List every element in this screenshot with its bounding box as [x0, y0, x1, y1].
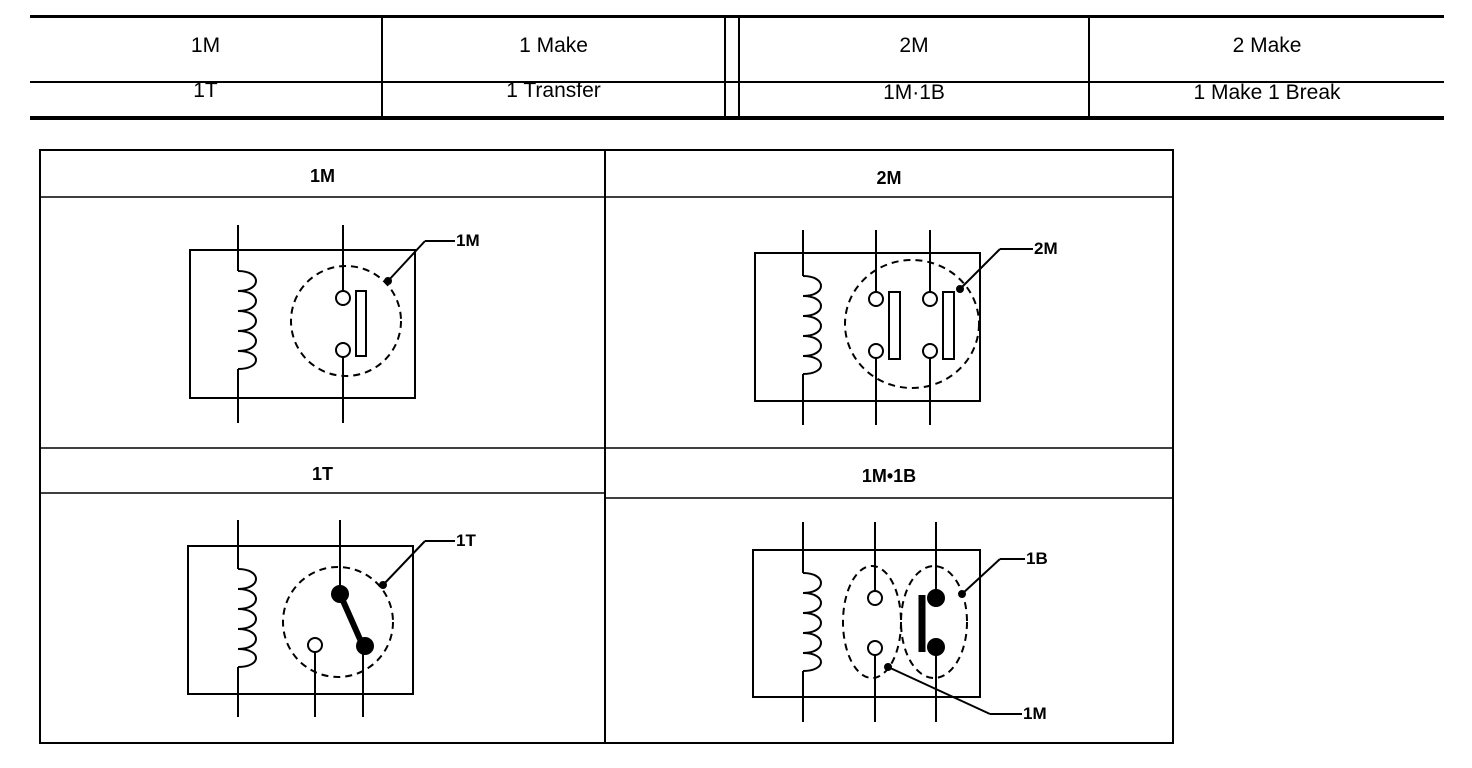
legend-desc-1-make-1-break: 1 Make 1 Break	[1193, 81, 1341, 104]
callout-leader	[382, 540, 426, 586]
relay-diagram-1t	[187, 520, 455, 717]
panel-header-2m: 2M	[876, 168, 902, 188]
callout-label-1b: 1B	[1026, 549, 1048, 568]
contact-boundary	[844, 259, 980, 389]
legend-code-1m-1b: 1M·1B	[883, 81, 945, 104]
contact-type-legend-table: 1M 1 Make 2M 2 Make 1T 1 Transfer 1M·1B …	[30, 15, 1444, 120]
legend-code-1t: 1T	[193, 79, 218, 102]
terminal	[868, 291, 884, 307]
terminal	[922, 343, 938, 359]
coil-icon	[237, 568, 257, 668]
terminal	[867, 640, 883, 656]
contact-boundary	[282, 566, 394, 678]
grid-frame	[39, 149, 1174, 744]
make-contact-boundary	[842, 565, 902, 679]
callout-label-1m-make: 1M	[1023, 704, 1047, 723]
closed-contact	[927, 589, 945, 607]
terminal	[335, 290, 351, 306]
callout-leader	[959, 248, 1001, 290]
relay-diagram-1m	[189, 225, 455, 423]
panel-header-1m-1b: 1M•1B	[861, 466, 917, 486]
terminal	[868, 343, 884, 359]
callout-label-1m: 1M	[456, 231, 480, 250]
column-divider	[1088, 18, 1090, 116]
coil-icon	[802, 572, 822, 672]
terminal	[922, 291, 938, 307]
callout-label-1t: 1T	[456, 531, 476, 550]
relay-body	[187, 545, 414, 695]
panel-header-1m: 1M	[309, 166, 335, 186]
callout-leader-1m	[887, 666, 991, 715]
terminal	[867, 590, 883, 606]
panel-header-1t: 1T	[311, 464, 333, 484]
transfer-arm	[337, 592, 366, 648]
legend-code-2m: 2M	[899, 34, 929, 57]
closed-contact	[927, 638, 945, 656]
contact-boundary	[290, 265, 402, 377]
column-divider	[381, 18, 383, 116]
coil-icon	[237, 270, 257, 370]
relay-body	[189, 249, 416, 399]
column-divider	[724, 18, 726, 116]
relay-body	[752, 549, 981, 698]
table-top-rule	[30, 15, 1444, 18]
relay-diagram-1m-1b	[752, 522, 1025, 722]
contact-blade	[942, 291, 955, 360]
callout-leader	[387, 240, 426, 282]
contact-blade	[355, 290, 367, 357]
legend-desc-1-transfer: 1 Transfer	[506, 79, 601, 102]
callout-leader-1b	[961, 558, 1001, 595]
legend-desc-1-make: 1 Make	[519, 34, 588, 57]
legend-code-1m: 1M	[190, 34, 221, 57]
pivot-contact	[331, 585, 349, 603]
callout-label-2m: 2M	[1034, 239, 1058, 258]
closed-contact	[356, 637, 374, 655]
relay-diagram-2m	[754, 230, 1033, 425]
relay-body	[754, 252, 981, 402]
open-contact	[307, 637, 323, 653]
legend-desc-2-make: 2 Make	[1232, 34, 1302, 57]
break-contact-boundary	[900, 565, 968, 679]
column-divider	[738, 18, 740, 116]
contact-blade	[888, 291, 901, 360]
table-bottom-rule	[30, 116, 1444, 120]
table-mid-rule	[30, 81, 1444, 83]
terminal	[335, 342, 351, 358]
coil-icon	[802, 275, 822, 375]
